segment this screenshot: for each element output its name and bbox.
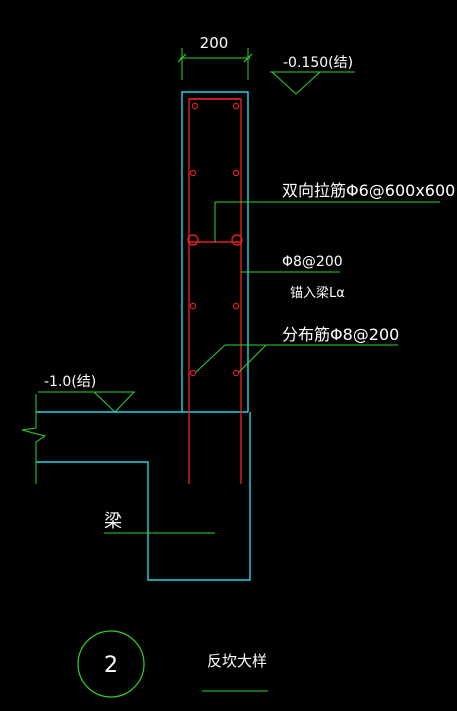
dim-width-text: 200 (200, 34, 229, 52)
detail-number: 2 (104, 653, 118, 678)
concrete-outline (36, 91, 251, 581)
rebar-cage (187, 98, 243, 484)
elev-top-text: -0.150(结) (283, 55, 353, 71)
vertical-bar-note: Φ8@200 (282, 254, 343, 270)
rebar-dots (189, 102, 240, 377)
beam-label: 梁 (104, 511, 122, 532)
elevation-marker-top: -0.150(结) (270, 55, 355, 95)
elevation-marker-bottom: -1.0(结) (38, 374, 135, 413)
break-line (21, 394, 47, 484)
elev-bottom-text: -1.0(结) (44, 374, 96, 390)
detail-title: 反坎大样 (207, 652, 267, 670)
dist-bar-note: 分布筋Φ8@200 (282, 325, 399, 344)
anchor-note: 锚入梁Lα (290, 286, 345, 301)
leader-tie-bar (214, 201, 440, 242)
width-dimension: 200 (177, 34, 253, 80)
leader-dist-bar (195, 344, 398, 373)
tie-bar-note: 双向拉筋Φ6@600x600 (282, 181, 455, 200)
detail-number-bubble: 2 (77, 630, 145, 698)
